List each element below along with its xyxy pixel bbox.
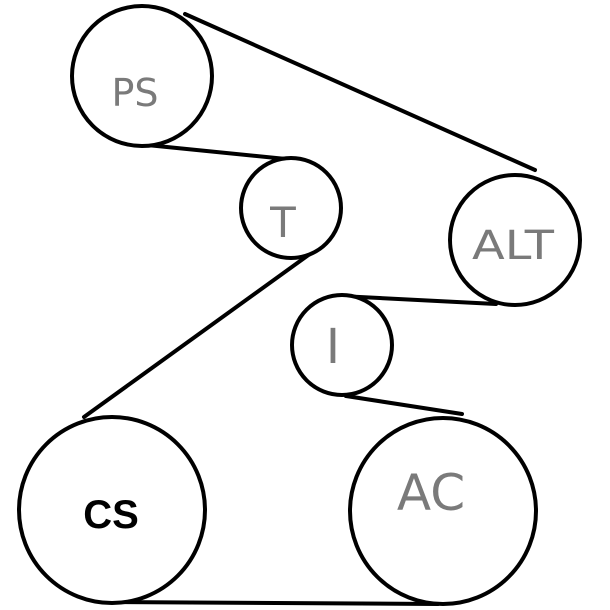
belt-segment-i-ac (344, 394, 464, 416)
pulley-alt: ALT (448, 173, 582, 307)
pulley-alt-circle (448, 173, 582, 307)
pulley-cs-label: CS (83, 493, 139, 537)
pulley-ps-circle (70, 4, 214, 148)
belt-segment-alt-i (338, 294, 498, 306)
pulley-ps-label: PS (111, 71, 158, 115)
pulley-ac: AC (348, 416, 538, 606)
pulley-i-label: I (326, 319, 340, 375)
serpentine-belt (82, 12, 537, 606)
pulley-t-circle (239, 156, 343, 260)
pulley-t: T (239, 156, 343, 260)
belt-segment-ps-alt (183, 12, 537, 172)
belt-segment-ps-t (145, 143, 298, 162)
pulley-t-label: T (269, 198, 296, 247)
pulley-cs: CS (17, 415, 207, 605)
pulley-alt-label: ALT (472, 223, 555, 269)
pulley-ps: PS (70, 4, 214, 148)
pulley-i-circle (290, 293, 394, 397)
belt-segment-t-cs (82, 249, 316, 419)
pulley-ac-circle (348, 416, 538, 606)
belt-segment-cs-ac (112, 600, 440, 606)
pulley-cs-circle (17, 415, 207, 605)
pulley-i: I (290, 293, 394, 397)
pulley-ac-label: AC (397, 464, 465, 522)
